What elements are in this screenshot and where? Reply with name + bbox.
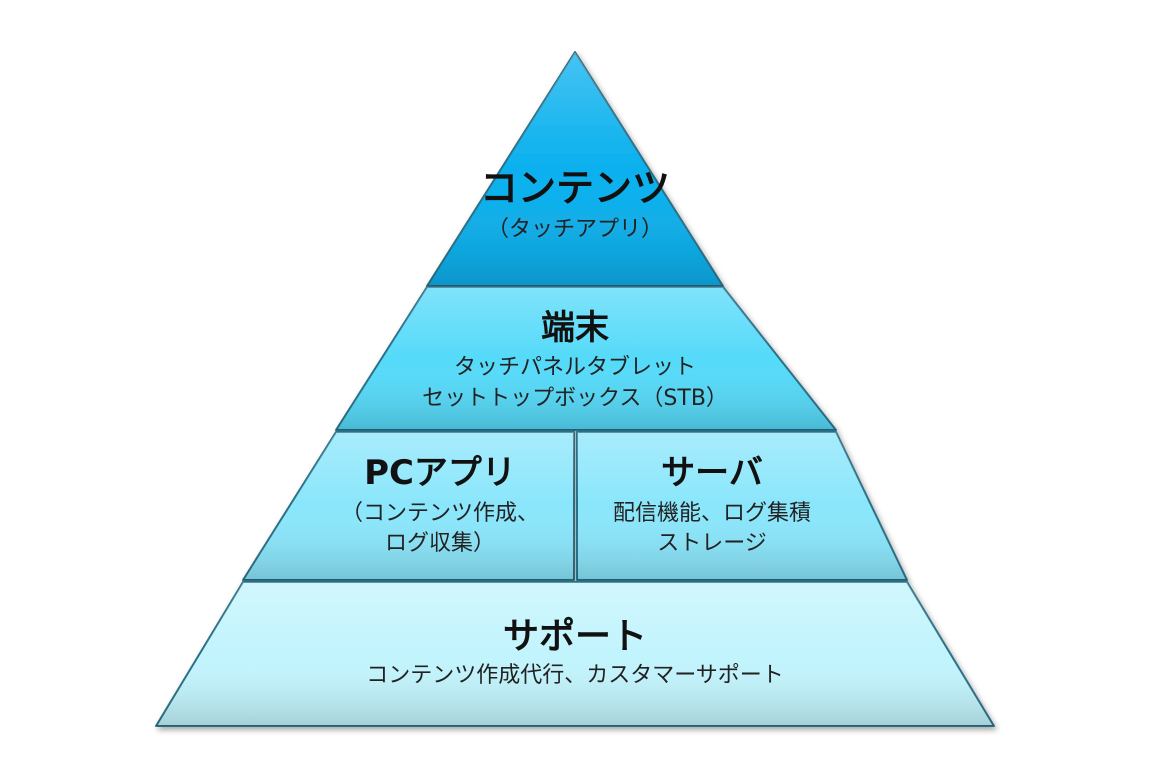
- contents-title: コンテンツ: [480, 166, 670, 210]
- tier-server-shade: [577, 432, 907, 580]
- server-title: サーバ: [661, 453, 763, 493]
- server-line2: ストレージ: [657, 531, 767, 556]
- pc-app-line2: ログ収集）: [385, 531, 495, 556]
- tier-pc-app: [242, 431, 575, 581]
- tier-server: [576, 431, 908, 581]
- terminal-line2: セットトップボックス（STB）: [422, 386, 728, 411]
- support-title: サポート: [503, 615, 647, 657]
- tier-terminal-shade: [336, 287, 836, 430]
- pc-app-line1: （コンテンツ作成、: [341, 501, 539, 526]
- tier-pc-app-shade: [243, 432, 574, 580]
- support-line1: コンテンツ作成代行、カスタマーサポート: [366, 663, 784, 688]
- server-line1: 配信機能、ログ集積: [613, 501, 811, 526]
- pc-app-title: PCアプリ: [364, 453, 516, 493]
- terminal-title: 端末: [541, 308, 609, 348]
- contents-subtitle: （タッチアプリ）: [487, 217, 663, 242]
- tier-terminal: [335, 286, 837, 431]
- tier-contents-shade: [427, 52, 723, 286]
- tier-support-shade: [156, 582, 994, 726]
- tier-support: [155, 581, 995, 727]
- terminal-line1: タッチパネルタブレット: [454, 355, 696, 380]
